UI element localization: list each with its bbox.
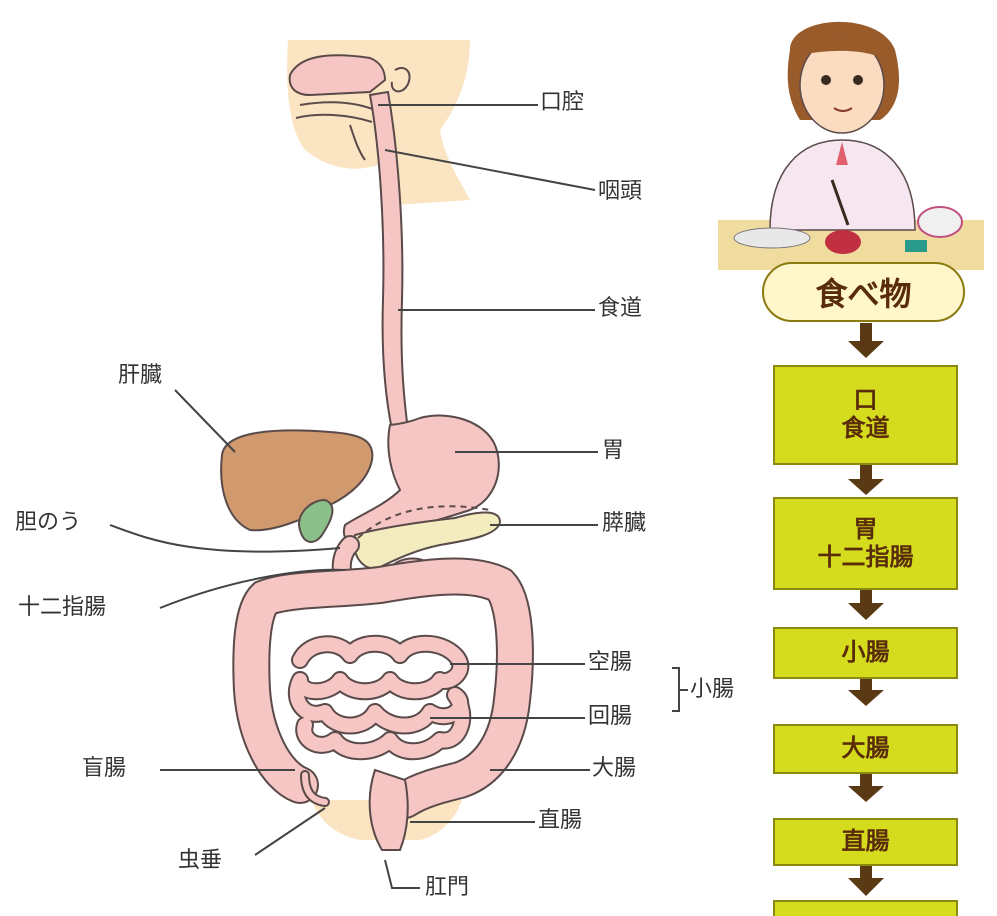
flow-step-stomach-duodenum: 胃 十二指腸: [773, 497, 958, 590]
label-duodenum: 十二指腸: [18, 597, 106, 619]
arrow-icon: [848, 323, 884, 358]
label-oral-cavity: 口腔: [540, 92, 584, 114]
flow-step-rectum: 直腸: [773, 818, 958, 866]
flow-step-line: 口: [854, 387, 878, 415]
arrow-icon: [848, 678, 884, 706]
flow-step-line: 大腸: [842, 735, 890, 763]
flow-step-cut-off: [773, 900, 958, 916]
label-rectum: 直腸: [538, 810, 582, 832]
rectum: [370, 770, 408, 850]
flow-step-large-intestine: 大腸: [773, 724, 958, 774]
liver: [221, 430, 372, 530]
label-ileum: 回腸: [588, 706, 632, 728]
label-small-intestine: 小腸: [690, 679, 734, 701]
flow-step-small-intestine: 小腸: [773, 627, 958, 679]
label-anus: 肛門: [425, 877, 469, 899]
label-appendix: 虫垂: [178, 850, 222, 872]
label-large-intestine: 大腸: [592, 758, 636, 780]
arrow-icon: [848, 866, 884, 896]
arrow-icon: [848, 590, 884, 620]
flow-step-line: 食道: [842, 415, 890, 443]
label-esophagus: 食道: [598, 298, 642, 320]
label-pancreas: 膵臓: [602, 513, 646, 535]
label-pharynx: 咽頭: [598, 181, 642, 203]
label-cecum: 盲腸: [82, 758, 126, 780]
flow-step-line: 十二指腸: [818, 544, 914, 572]
label-stomach: 胃: [602, 440, 624, 462]
label-liver: 肝臓: [118, 365, 162, 387]
flow-step-line: 小腸: [842, 639, 890, 667]
small-intestine: [297, 644, 462, 752]
flow-start-food: 食べ物: [762, 262, 965, 322]
flow-step-line: 胃: [854, 516, 878, 544]
label-jejunum: 空腸: [588, 652, 632, 674]
person-eating-illustration: [718, 22, 984, 270]
flow-step-mouth-esophagus: 口 食道: [773, 365, 958, 465]
arrow-icon: [848, 774, 884, 802]
label-gallbladder: 胆のう: [15, 512, 81, 534]
arrow-icon: [848, 465, 884, 495]
flow-step-line: 直腸: [842, 828, 890, 856]
